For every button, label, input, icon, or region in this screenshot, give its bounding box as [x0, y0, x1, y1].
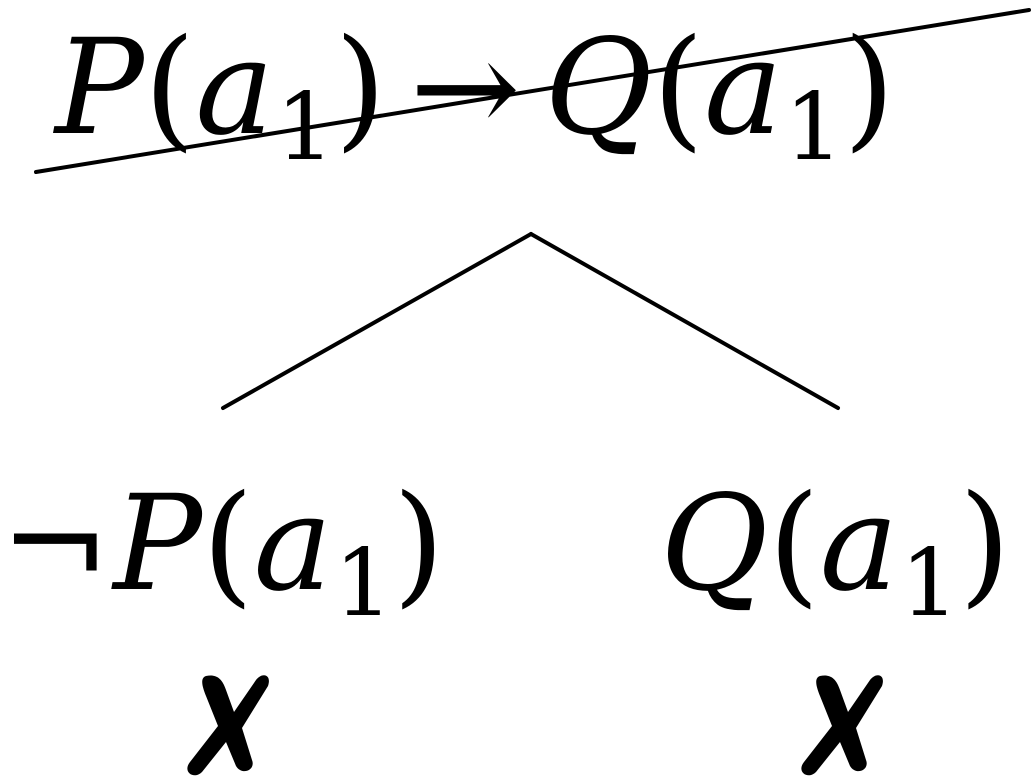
right-branch-variable: a	[819, 467, 899, 621]
root-formula: P(a1)→Q(a1)	[55, 22, 895, 173]
left-branch-formula: ¬P(a1)	[0, 478, 444, 629]
cross-mark-icon	[187, 675, 269, 776]
root-consequent-subscript: 1	[784, 72, 844, 181]
left-branch-negation: ¬	[0, 467, 111, 621]
root-antecedent-subscript: 1	[275, 72, 335, 181]
root-consequent-variable: a	[704, 11, 783, 165]
left-branch-close-paren: )	[392, 467, 445, 621]
left-branch-variable: a	[253, 467, 333, 621]
right-branch-edge	[529, 232, 840, 410]
root-antecedent-variable: a	[195, 11, 275, 165]
root-consequent-close-paren: )	[843, 11, 895, 165]
left-branch-edge	[221, 232, 533, 410]
root-consequent-open-paren: (	[652, 11, 705, 165]
root-connective: →	[409, 11, 521, 165]
right-branch-open-paren: (	[768, 467, 820, 621]
right-branch-close-paren: )	[959, 467, 1011, 621]
root-consequent-predicate: Q	[544, 11, 653, 165]
cross-mark-icon	[801, 675, 883, 776]
right-branch-subscript: 1	[900, 528, 960, 637]
left-branch-predicate: P	[113, 467, 203, 621]
right-branch-formula: Q(a1)	[660, 478, 1011, 629]
left-branch-subscript: 1	[334, 528, 393, 637]
root-antecedent-predicate: P	[55, 11, 144, 165]
root-antecedent-open-paren: (	[143, 11, 196, 165]
right-branch-predicate: Q	[660, 467, 769, 621]
left-branch-open-paren: (	[202, 467, 254, 621]
root-antecedent-close-paren: )	[334, 11, 387, 165]
